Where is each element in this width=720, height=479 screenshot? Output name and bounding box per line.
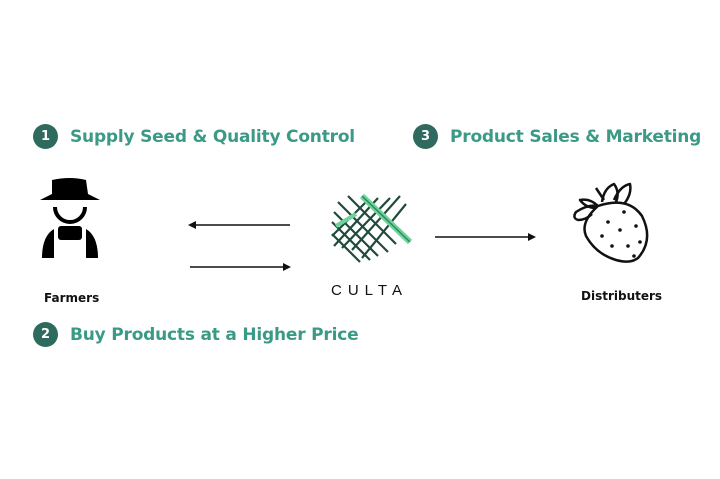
strawberry-icon (573, 182, 649, 263)
step-3: 3 Product Sales & Marketing (413, 124, 701, 149)
step-label: Supply Seed & Quality Control (70, 126, 355, 147)
arrow-right-icon (190, 263, 291, 271)
step-number-badge: 1 (33, 124, 58, 149)
arrow-left-icon (188, 221, 290, 229)
step-number-badge: 2 (33, 322, 58, 347)
distributers-label: Distributers (581, 289, 663, 303)
step-2: 2 Buy Products at a Higher Price (33, 322, 359, 347)
farmers-label: Farmers (44, 291, 100, 305)
farmer-icon (40, 178, 100, 258)
arrows-farmers-culta (188, 221, 291, 271)
step-number-badge: 3 (413, 124, 438, 149)
step-label: Product Sales & Marketing (450, 126, 702, 147)
culta-logo-icon (331, 193, 412, 263)
step-1: 1 Supply Seed & Quality Control (33, 124, 355, 149)
brand-name: CULTA (331, 282, 408, 299)
arrow-right-icon (435, 233, 536, 241)
step-label: Buy Products at a Higher Price (70, 324, 359, 345)
